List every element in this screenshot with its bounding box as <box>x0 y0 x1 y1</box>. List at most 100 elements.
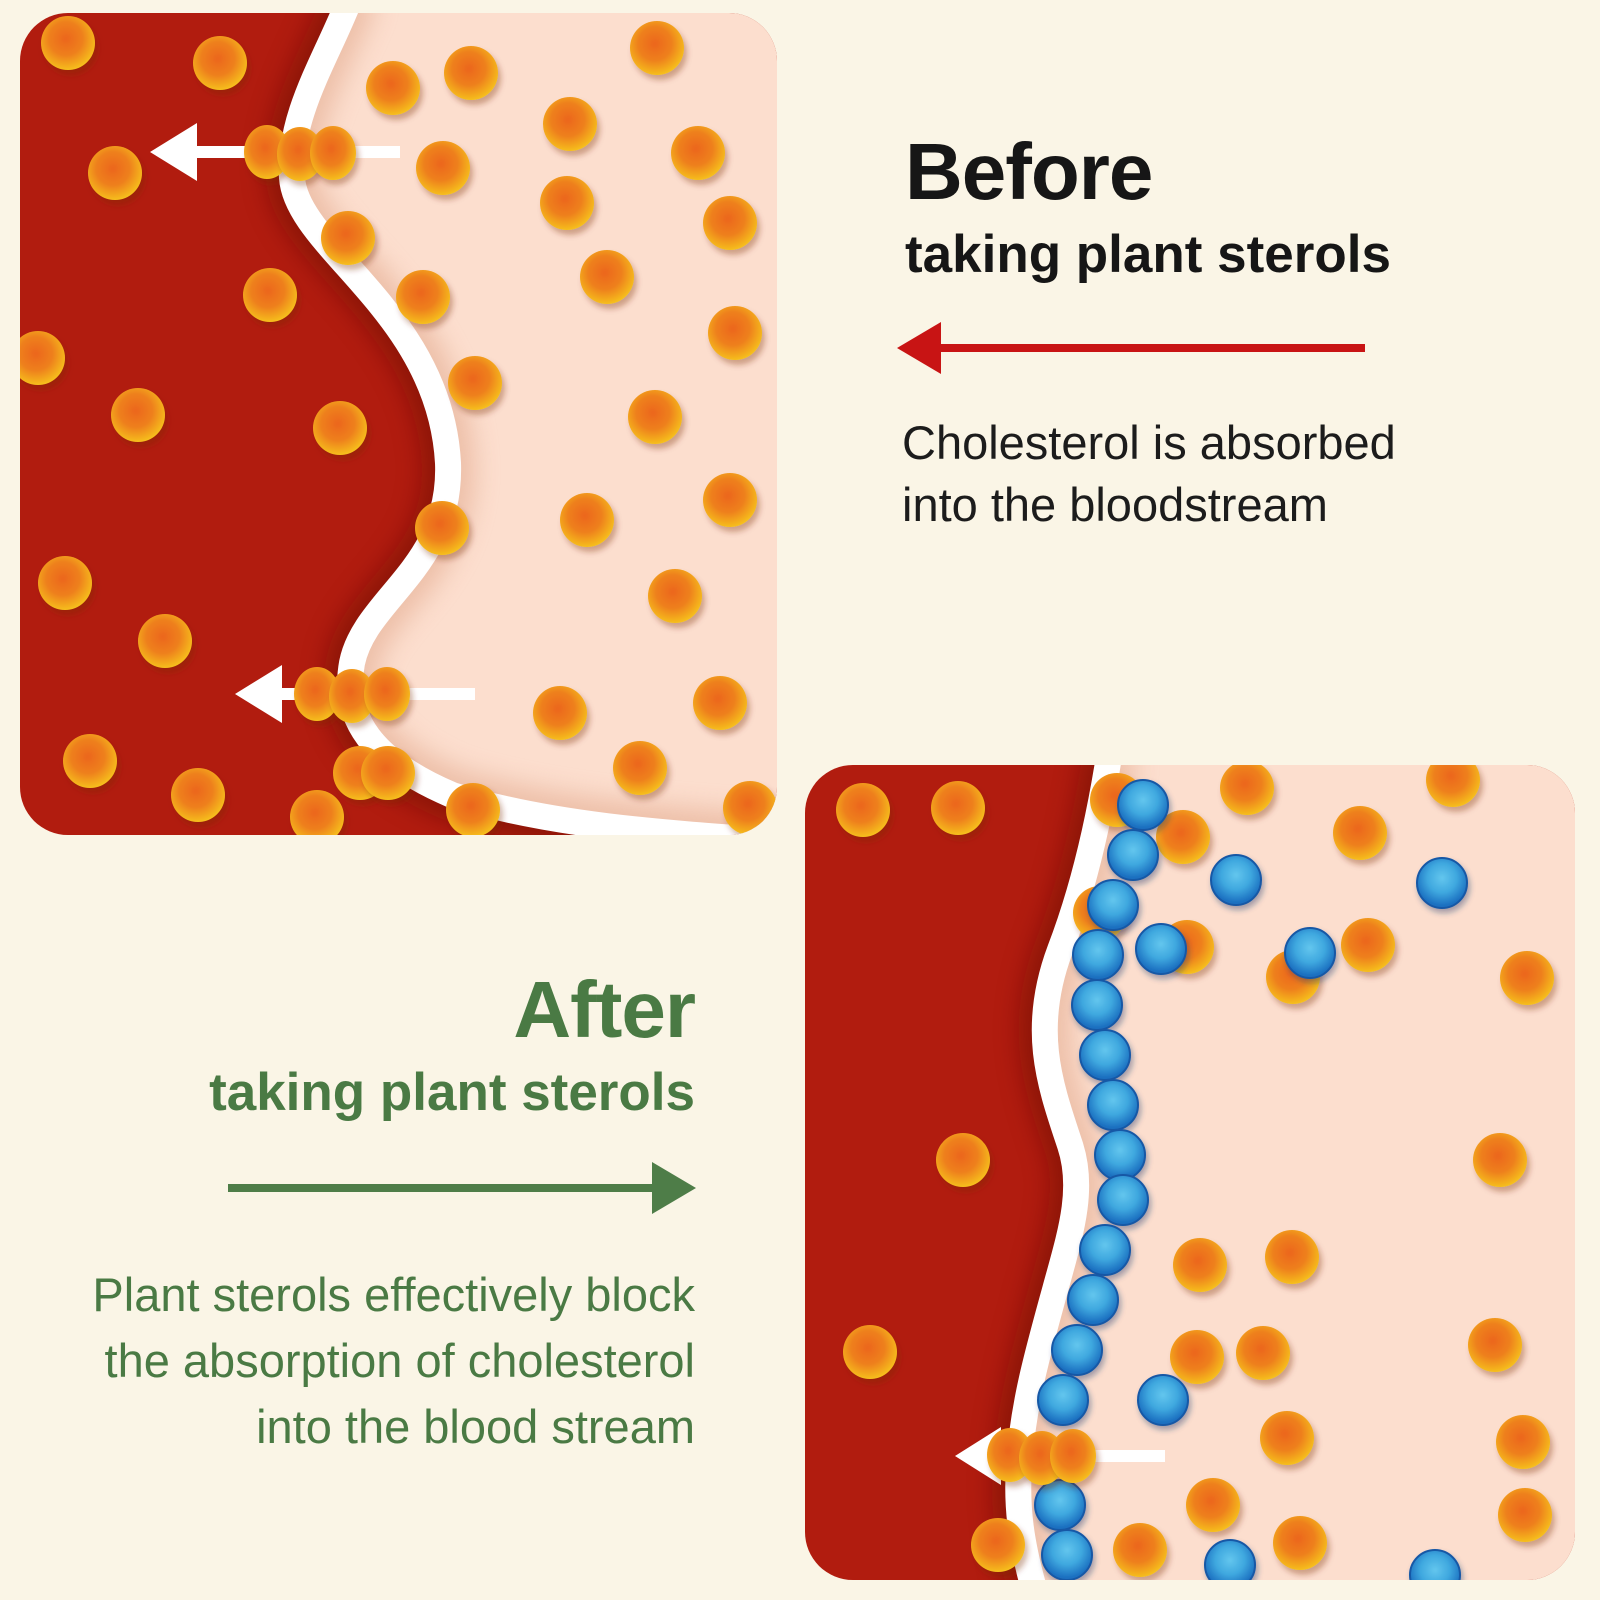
left-arrow-icon <box>897 322 1365 374</box>
cholesterol-dot <box>111 388 165 442</box>
cholesterol-dot <box>446 783 500 835</box>
cholesterol-dot <box>1170 1330 1224 1384</box>
cholesterol-dot <box>1500 951 1554 1005</box>
plant-sterol-dot <box>1117 779 1169 831</box>
cholesterol-dot <box>1468 1318 1522 1372</box>
plant-sterol-dot <box>1079 1029 1131 1081</box>
cholesterol-dot <box>703 196 757 250</box>
cholesterol-dot <box>836 783 890 837</box>
cholesterol-dot <box>313 401 367 455</box>
plant-sterol-dot <box>1051 1324 1103 1376</box>
plant-sterol-dot <box>1210 854 1262 906</box>
before-description-line: Cholesterol is absorbed <box>902 416 1396 469</box>
plant-sterol-dot <box>1416 857 1468 909</box>
cholesterol-dot <box>693 676 747 730</box>
cholesterol-dot <box>41 16 95 70</box>
cholesterol-dot <box>1498 1488 1552 1542</box>
cholesterol-dot <box>88 146 142 200</box>
absorption-arrow <box>955 1427 1165 1485</box>
cholesterol-dot <box>329 669 375 723</box>
cholesterol-dot <box>843 1325 897 1379</box>
cholesterol-dot <box>613 741 667 795</box>
cholesterol-dot <box>277 127 323 181</box>
cholesterol-dot <box>1186 1478 1240 1532</box>
after-direction-arrow <box>228 1160 698 1221</box>
before-description: Cholesterol is absorbed into the bloodst… <box>902 412 1396 536</box>
absorption-arrow <box>235 665 475 723</box>
plant-sterol-dot <box>1135 923 1187 975</box>
cholesterol-dot <box>971 1518 1025 1572</box>
plant-sterol-dot <box>1284 927 1336 979</box>
cholesterol-dot <box>138 614 192 668</box>
cholesterol-dot <box>1050 1429 1096 1483</box>
plant-sterol-dot <box>1041 1529 1093 1580</box>
cholesterol-dot <box>1173 1238 1227 1292</box>
cholesterol-dot <box>543 97 597 151</box>
before-subtitle: taking plant sterols <box>905 225 1391 284</box>
cholesterol-dot <box>580 250 634 304</box>
cholesterol-dot <box>448 356 502 410</box>
cholesterol-dot <box>533 686 587 740</box>
before-direction-arrow <box>895 320 1365 381</box>
cholesterol-dot <box>243 268 297 322</box>
cholesterol-dot <box>1426 765 1480 807</box>
after-subtitle: taking plant sterols <box>209 1063 695 1122</box>
plant-sterol-dot <box>1204 1539 1256 1580</box>
cholesterol-dot <box>648 569 702 623</box>
cholesterol-dot <box>20 331 65 385</box>
plant-sterol-dot <box>1072 929 1124 981</box>
cholesterol-dot <box>416 141 470 195</box>
absorption-arrow <box>150 123 400 181</box>
after-description-line: the absorption of cholesterol <box>104 1334 695 1387</box>
cholesterol-dot <box>560 493 614 547</box>
cholesterol-dot <box>628 390 682 444</box>
cholesterol-dot <box>1473 1133 1527 1187</box>
cholesterol-dot <box>38 556 92 610</box>
cholesterol-dot <box>1260 1411 1314 1465</box>
cholesterol-dot <box>171 768 225 822</box>
cholesterol-dot <box>321 211 375 265</box>
cholesterol-dot <box>364 667 410 721</box>
plant-sterol-dot <box>1097 1174 1149 1226</box>
cholesterol-dot <box>723 781 777 835</box>
after-description: Plant sterols effectively block the abso… <box>92 1262 695 1460</box>
cholesterol-dot <box>290 790 344 835</box>
cholesterol-dot <box>310 126 356 180</box>
plant-sterol-dot <box>1107 829 1159 881</box>
cholesterol-dot <box>366 61 420 115</box>
plant-sterol-dot <box>1409 1549 1461 1580</box>
cholesterol-dot <box>703 473 757 527</box>
plant-sterol-dot <box>1094 1129 1146 1181</box>
before-panel <box>20 13 777 835</box>
cholesterol-dot <box>1220 765 1274 815</box>
cholesterol-dot <box>444 46 498 100</box>
plant-sterol-dot <box>1067 1274 1119 1326</box>
cholesterol-dot <box>708 306 762 360</box>
before-title: Before <box>905 127 1153 216</box>
cholesterol-dot <box>415 501 469 555</box>
before-description-line: into the bloodstream <box>902 478 1328 531</box>
plant-sterol-dot <box>1087 1079 1139 1131</box>
cholesterol-dot <box>361 746 415 800</box>
cholesterol-dot <box>1156 810 1210 864</box>
cholesterol-dot <box>1236 1326 1290 1380</box>
plant-sterol-dot <box>1087 879 1139 931</box>
after-title: After <box>513 965 696 1054</box>
cholesterol-dot <box>1496 1415 1550 1469</box>
cholesterol-dot <box>244 125 290 179</box>
plant-sterol-dot <box>1071 979 1123 1031</box>
cholesterol-dot <box>1265 1230 1319 1284</box>
intestine-region <box>291 13 777 835</box>
after-description-line: Plant sterols effectively block <box>92 1268 695 1321</box>
cholesterol-dot <box>671 126 725 180</box>
plant-sterol-dot <box>1037 1374 1089 1426</box>
cholesterol-dot <box>931 781 985 835</box>
cholesterol-dot <box>294 667 340 721</box>
cholesterol-dot <box>936 1133 990 1187</box>
cholesterol-dot <box>1333 806 1387 860</box>
after-description-line: into the blood stream <box>256 1400 695 1453</box>
right-arrow-icon <box>228 1162 696 1214</box>
plant-sterol-dot <box>1079 1224 1131 1276</box>
cholesterol-dot <box>396 270 450 324</box>
